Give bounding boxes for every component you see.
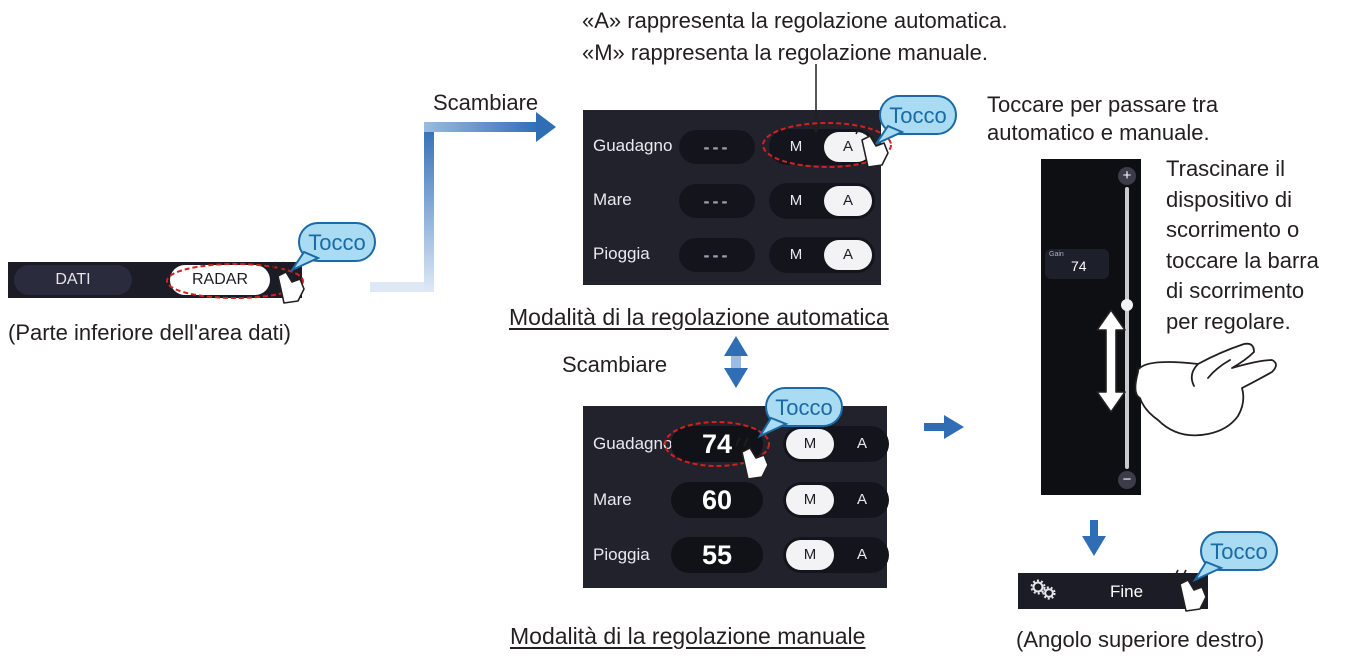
- manual-option[interactable]: M: [789, 138, 803, 155]
- manual-option[interactable]: M: [786, 485, 834, 515]
- toggle-hint-line1: Toccare per passare tra: [987, 92, 1219, 117]
- slider-hint-line: Trascinare il: [1166, 156, 1285, 181]
- swap-vertical-arrow-icon: [724, 336, 748, 388]
- gain-mode-toggle[interactable]: M A: [783, 426, 889, 462]
- tap-hand-icon: [855, 125, 889, 168]
- tap-bubble: Tocco: [757, 387, 843, 439]
- gain-value-display: ---: [679, 130, 755, 164]
- slider-hint-line: per regolare.: [1166, 308, 1291, 334]
- tap-bubble: Tocco: [289, 222, 376, 273]
- row-label-gain: Guadagno: [593, 434, 673, 453]
- slider-hint-line: scorrimento o: [1166, 217, 1300, 242]
- slider-hint: Trascinare il dispositivo di scorrimento…: [1166, 154, 1319, 337]
- auto-option[interactable]: A: [824, 240, 872, 270]
- tap-label: Tocco: [308, 230, 365, 255]
- sea-mode-toggle[interactable]: M A: [769, 183, 875, 219]
- rain-mode-toggle[interactable]: M A: [783, 537, 889, 573]
- top-right-bar: Fine: [1018, 573, 1208, 609]
- drag-arrow-icon: [1096, 309, 1126, 413]
- gain-slider-panel: + − Gain 74: [1041, 159, 1141, 495]
- tap-hand-icon: [1173, 569, 1207, 612]
- slider-thumb[interactable]: [1121, 299, 1133, 312]
- sea-value-display[interactable]: 60: [671, 482, 763, 518]
- row-label-rain: Pioggia: [593, 244, 650, 263]
- increase-button[interactable]: +: [1118, 167, 1136, 185]
- manual-option[interactable]: M: [789, 192, 803, 209]
- slider-hint-line: di scorrimento: [1166, 278, 1305, 303]
- swap-arrow-icon: [370, 112, 556, 292]
- tap-label: Tocco: [889, 103, 946, 128]
- corner-caption: (Angolo superiore destro): [1016, 627, 1265, 652]
- row-label-sea: Mare: [593, 490, 632, 509]
- manual-mode-caption: Modalità di la regolazione manuale: [510, 623, 866, 649]
- tap-hand-icon: [735, 437, 769, 480]
- gain-readout-value: 74: [1071, 258, 1087, 274]
- down-arrow-icon: [1082, 520, 1106, 556]
- auto-adjust-panel: Guadagno --- M A Mare --- M A Pioggia --…: [583, 110, 881, 285]
- gain-readout: Gain 74: [1045, 249, 1109, 279]
- highlight-ellipse: [166, 263, 304, 299]
- sea-value-display: ---: [679, 184, 755, 218]
- tap-label: Tocco: [775, 395, 832, 420]
- swap-label-mid: Scambiare: [562, 352, 668, 377]
- rain-value-display[interactable]: 55: [671, 537, 763, 573]
- right-arrow-icon: [924, 415, 964, 439]
- sea-mode-toggle[interactable]: M A: [783, 482, 889, 518]
- auto-option[interactable]: A: [856, 546, 867, 563]
- row-label-rain: Pioggia: [593, 545, 650, 564]
- manual-option[interactable]: M: [789, 246, 803, 263]
- tap-hand-icon: [271, 261, 305, 304]
- gears-icon[interactable]: [1030, 579, 1058, 606]
- manual-option[interactable]: M: [786, 429, 834, 459]
- gain-readout-label: Gain: [1049, 251, 1064, 258]
- bottom-bar-caption: (Parte inferiore dell'area dati): [8, 320, 292, 345]
- auto-mode-caption: Modalità di la regolazione automatica: [509, 304, 889, 330]
- tab-radar[interactable]: RADAR: [170, 265, 270, 295]
- slider-track[interactable]: [1125, 187, 1129, 469]
- decrease-button[interactable]: −: [1118, 471, 1136, 489]
- auto-legend-text: «A» rappresenta la regolazione automatic…: [582, 8, 1008, 33]
- tap-label: Tocco: [1210, 539, 1267, 564]
- manual-adjust-panel: Guadagno 74 M A Mare 60 M A Pioggia 55 M…: [583, 406, 889, 588]
- row-label-gain: Guadagno: [593, 136, 673, 155]
- highlight-ellipse: [664, 421, 770, 467]
- manual-option[interactable]: M: [786, 540, 834, 570]
- data-area-bottom-bar: DATI RADAR: [8, 262, 302, 298]
- auto-option[interactable]: A: [856, 491, 867, 508]
- pointer-line: [811, 64, 821, 134]
- rain-value-display: ---: [679, 238, 755, 272]
- auto-option[interactable]: A: [856, 435, 867, 452]
- tab-dati[interactable]: DATI: [14, 265, 132, 295]
- done-button[interactable]: Fine: [1110, 582, 1144, 601]
- row-label-sea: Mare: [593, 190, 632, 209]
- toggle-hint-line2: automatico e manuale.: [987, 120, 1210, 145]
- slider-hint-line: toccare la barra: [1166, 247, 1319, 273]
- rain-mode-toggle[interactable]: M A: [769, 237, 875, 273]
- auto-option[interactable]: A: [824, 186, 872, 216]
- pointing-hand-icon: [1134, 342, 1277, 437]
- swap-label-top: Scambiare: [433, 90, 539, 115]
- highlight-ellipse: [762, 122, 892, 168]
- tap-bubble: Tocco: [873, 95, 957, 147]
- tap-bubble: Tocco: [1192, 531, 1278, 583]
- slider-hint-line: dispositivo di: [1166, 186, 1292, 212]
- manual-legend-text: «M» rappresenta la regolazione manuale.: [582, 40, 989, 65]
